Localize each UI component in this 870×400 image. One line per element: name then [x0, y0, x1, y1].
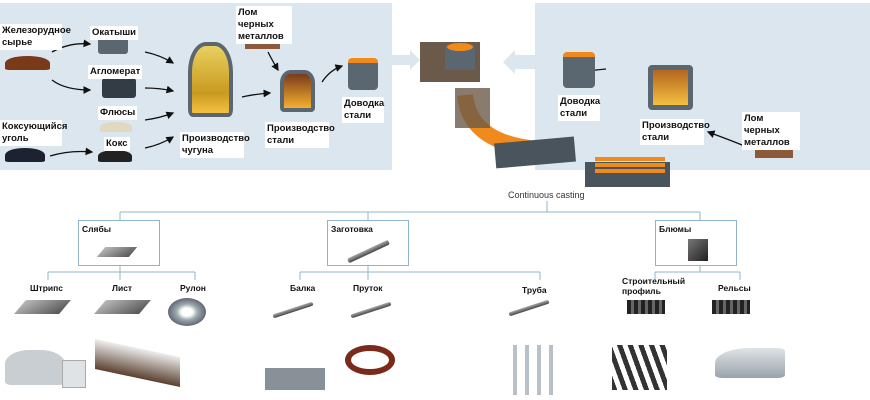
coke-image: [98, 150, 132, 162]
label-steel-production: Производство стали: [265, 122, 335, 148]
label-iron-production: Производство чугуна: [180, 132, 250, 158]
label-strip: Штрипс: [30, 283, 63, 293]
fluxes-image: [100, 122, 132, 132]
label-coil: Рулон: [180, 283, 206, 293]
building-foundation-image: [265, 368, 325, 390]
label-coking-coal: Коксующийся уголь: [0, 120, 68, 146]
label-sinter: Агломерат: [88, 65, 143, 79]
pellet-machine-image: [98, 38, 128, 54]
label-slabs: Слябы: [82, 224, 112, 234]
label-steel-refining: Доводка стали: [342, 97, 385, 123]
ladle-image-electric: [563, 52, 595, 88]
slab-image: [96, 247, 138, 257]
pipeline-image: [505, 345, 560, 395]
bloom-image: [688, 239, 708, 261]
label-blooms: Блюмы: [659, 224, 692, 234]
label-scrap-electric: Лом черных металлов: [742, 112, 800, 150]
label-rails: Рельсы: [718, 283, 751, 293]
label-coke: Кокс: [104, 137, 130, 151]
blast-furnace-image: [188, 42, 233, 117]
iron-ore-image: [5, 56, 50, 70]
train-image: [715, 348, 785, 378]
washing-machine-image: [62, 360, 86, 388]
box-blooms: Блюмы: [655, 220, 737, 266]
sinter-machine-image: [102, 78, 136, 98]
label-pellets: Окатыши: [90, 26, 138, 40]
wire-coil-image: [345, 345, 395, 375]
box-slabs: Слябы: [78, 220, 160, 266]
coil-image: [168, 298, 206, 326]
label-pipe: Труба: [522, 285, 547, 295]
label-scrap: Лом черных металлов: [236, 6, 292, 44]
label-beam: Балка: [290, 283, 316, 293]
converter-image: [280, 70, 315, 112]
box-billets: Заготовка: [327, 220, 409, 266]
label-steel-refining-electric: Доводка стали: [558, 95, 601, 121]
label-steel-production-electric: Производство стали: [640, 119, 710, 145]
label-rod: Пруток: [353, 283, 383, 293]
label-iron-ore: Железорудное сырье: [0, 24, 71, 50]
coal-image: [5, 148, 45, 162]
label-plate: Лист: [112, 283, 133, 293]
label-fluxes: Флюсы: [98, 106, 138, 120]
ladle-image: [348, 58, 378, 90]
electric-arc-furnace-image: [648, 65, 693, 110]
label-billets: Заготовка: [331, 224, 373, 234]
label-structural-profile: Строительный профиль: [622, 276, 686, 296]
billet-image: [347, 239, 390, 264]
steel-profiles-image: [612, 345, 667, 390]
structural-profile-image: [627, 300, 665, 314]
continuous-casting-caption: Continuous casting: [508, 190, 585, 200]
rails-image: [712, 300, 750, 314]
car-image: [5, 350, 65, 385]
